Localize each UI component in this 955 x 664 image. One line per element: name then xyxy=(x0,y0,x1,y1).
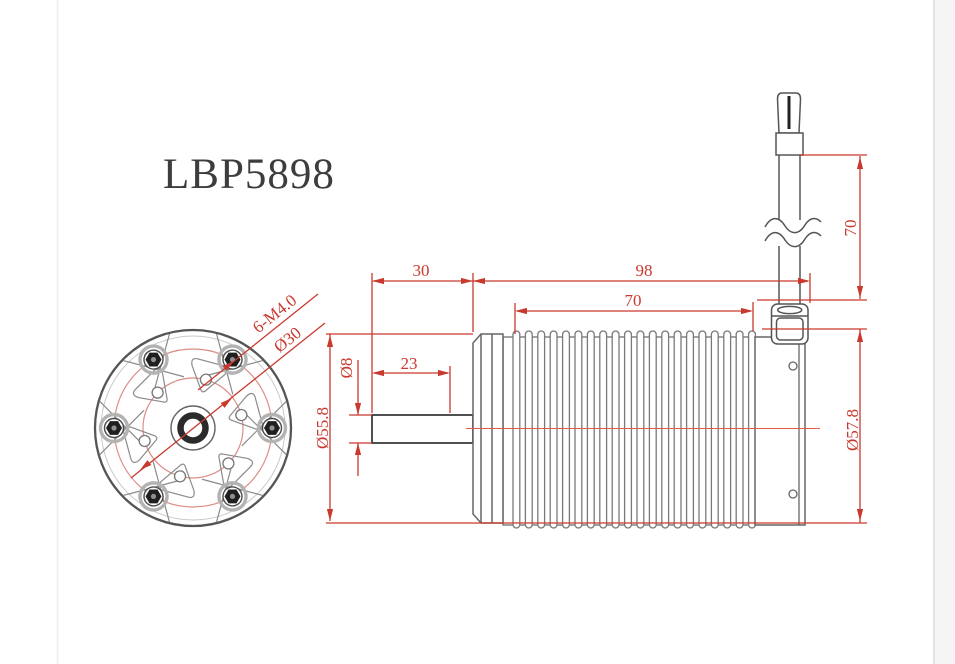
motor-shaft xyxy=(371,414,474,444)
dim-wire-length: 70 xyxy=(841,220,860,237)
page-borders xyxy=(56,0,955,664)
mount-circle-30 xyxy=(142,377,244,479)
rear-end-cap xyxy=(754,336,806,526)
dim-shaft-extension: 30 xyxy=(413,261,430,280)
dim-front-diameter: Ø55.8 xyxy=(313,407,332,449)
dim-body-length: 98 xyxy=(636,261,653,280)
wire-assembly xyxy=(764,92,822,345)
rear-screw-hole-bottom xyxy=(788,489,798,499)
cable-clamp xyxy=(770,303,809,345)
m4-leader xyxy=(197,293,319,391)
dim-shaft-length: 23 xyxy=(401,354,418,373)
drawing-title: LBP5898 xyxy=(163,151,335,198)
rear-screw-hole-top xyxy=(788,361,798,371)
dim-fin-length: 70 xyxy=(625,291,642,310)
dim-shaft-diameter: Ø8 xyxy=(337,358,356,379)
dim-rear-diameter: Ø57.8 xyxy=(843,409,862,451)
connector xyxy=(775,92,804,156)
wire xyxy=(764,155,822,304)
break-line-1 xyxy=(764,217,822,234)
connector-collar xyxy=(775,132,804,156)
break-line-2 xyxy=(764,231,822,248)
side-view xyxy=(371,92,822,529)
